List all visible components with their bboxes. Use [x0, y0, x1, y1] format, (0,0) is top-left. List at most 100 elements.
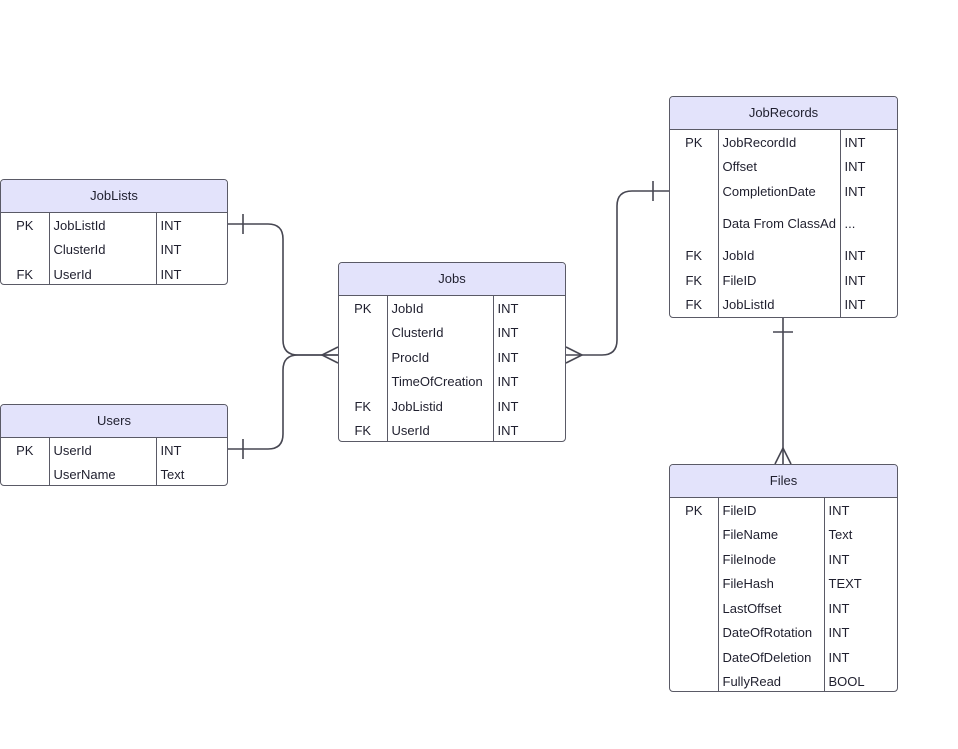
name-cell: UserName [48, 462, 157, 485]
type-cell: INT [497, 349, 519, 365]
jobs-right-many-marker [565, 346, 584, 364]
key-cell [670, 547, 718, 572]
key-cell: FK [685, 248, 703, 264]
entity-title: Users [1, 405, 227, 438]
name-cell: FileID [717, 498, 825, 523]
name-cell: ClusterId [48, 237, 157, 262]
entity-title: Files [670, 465, 897, 498]
name-text: Data From ClassAd [722, 216, 836, 231]
name-cell: FileID [717, 268, 841, 293]
key-cell: FK [354, 423, 372, 439]
attribute-row[interactable]: Data From ClassAd... [670, 203, 897, 244]
key-cell [670, 155, 718, 180]
type-cell: INT [844, 134, 866, 150]
type-cell: INT [844, 183, 866, 199]
key-cell [339, 370, 387, 395]
key-cell [670, 670, 718, 692]
key-cell: FK [16, 266, 34, 282]
entity-title: JobRecords [670, 97, 897, 130]
joblists-jobs-link [228, 223, 338, 356]
name-cell: JobId [717, 243, 841, 268]
name-cell: FileHash [717, 571, 825, 596]
type-cell: TEXT [828, 576, 862, 592]
name-cell: FileInode [717, 547, 825, 572]
name-cell: DateOfRotation [717, 620, 825, 645]
name-cell: UserId [48, 262, 157, 284]
type-cell: INT [497, 374, 519, 390]
type-cell: INT [828, 551, 850, 567]
key-cell [339, 321, 387, 346]
type-cell: INT [828, 649, 850, 665]
name-cell: FullyRead [717, 669, 825, 691]
name-cell: Offset [717, 154, 841, 179]
type-cell: INT [844, 297, 866, 313]
jobs-jobrecords-link [566, 190, 669, 356]
type-cell: INT [497, 423, 519, 439]
type-cell: Text [160, 467, 185, 483]
type-cell: INT [828, 600, 850, 616]
type-cell: INT [844, 248, 866, 264]
key-cell: FK [354, 398, 372, 414]
entity-title: JobLists [1, 180, 227, 213]
key-cell: PK [354, 300, 372, 316]
key-cell [670, 645, 718, 670]
type-cell: INT [160, 442, 182, 458]
name-cell: CompletionDate [717, 179, 841, 204]
name-cell: UserId [386, 418, 494, 441]
key-cell: PK [685, 502, 703, 518]
key-cell [1, 238, 49, 263]
type-cell: INT [160, 266, 182, 282]
type-cell: Text [828, 527, 853, 543]
files-many-marker [774, 446, 792, 465]
name-cell: Data From ClassAd [717, 203, 841, 244]
key-cell [1, 463, 49, 486]
key-cell: PK [16, 442, 34, 458]
key-cell [670, 204, 718, 244]
name-cell: JobListId [717, 292, 841, 317]
name-cell: JobListid [386, 394, 494, 419]
jobs-left-many-marker [320, 346, 339, 364]
key-cell [670, 621, 718, 646]
key-cell: PK [685, 134, 703, 150]
name-cell: LastOffset [717, 596, 825, 621]
type-cell: INT [828, 502, 850, 518]
type-cell: INT [497, 325, 519, 341]
key-cell [339, 345, 387, 370]
users-jobs-link [228, 354, 338, 450]
